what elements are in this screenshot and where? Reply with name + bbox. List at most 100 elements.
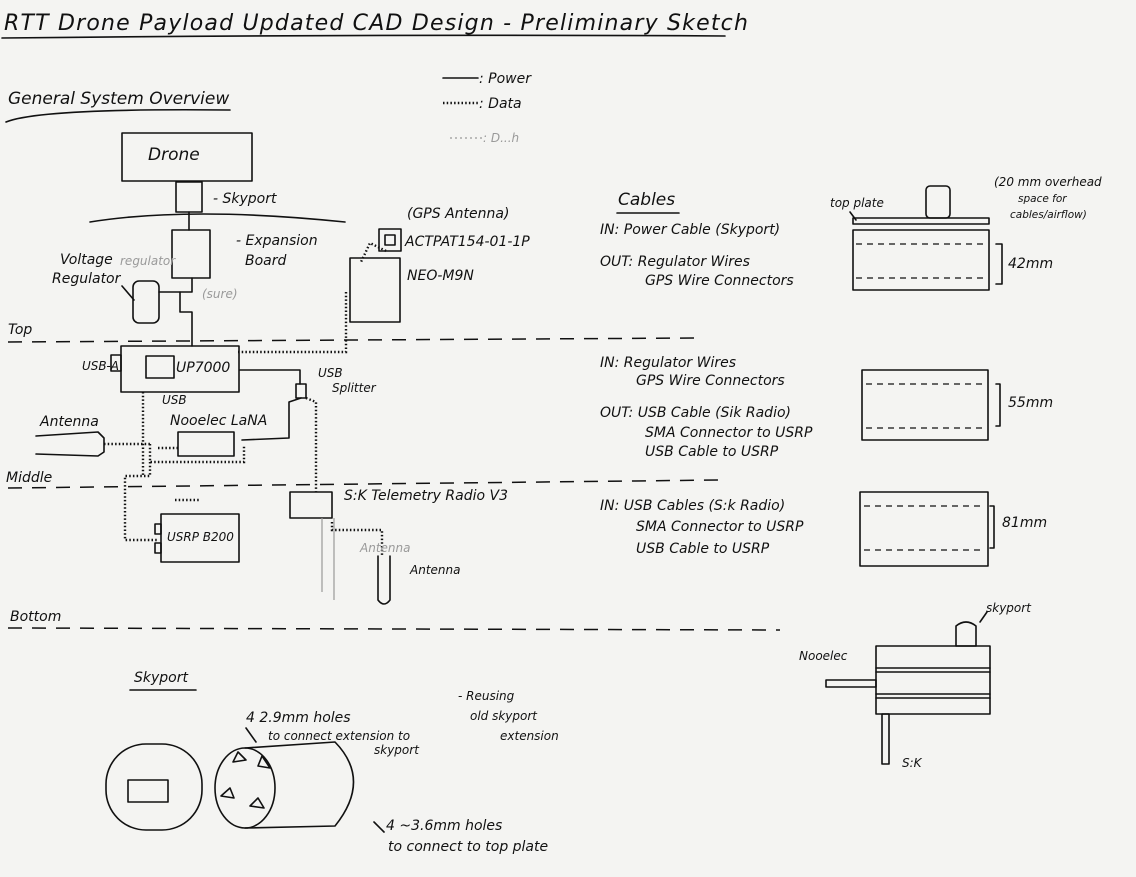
cables-bot-in-3: USB Cable to USRP bbox=[636, 541, 770, 557]
gps-antenna-data-link bbox=[359, 241, 387, 263]
cables-heading: Cables bbox=[618, 190, 675, 210]
assembly-skyport-pointer bbox=[979, 611, 988, 623]
cables-top-out-2: GPS Wire Connectors bbox=[645, 273, 794, 289]
cables-top-in: IN: Power Cable (Skyport) bbox=[600, 222, 780, 238]
legend-data-label: : Data bbox=[479, 96, 522, 112]
layer-bottom-divider bbox=[7, 627, 781, 631]
usb-splitter-label-1: USB bbox=[318, 366, 343, 380]
overhead-note-1: (20 mm overhead bbox=[994, 175, 1102, 189]
skyport-extension-face bbox=[214, 747, 276, 829]
voltage-regulator-pointer bbox=[121, 285, 135, 301]
top-layer-side-view bbox=[852, 229, 990, 291]
middle-layer-dimension-bracket bbox=[995, 383, 1001, 427]
voltage-regulator bbox=[132, 280, 160, 324]
top-plate-label: top plate bbox=[830, 196, 884, 210]
layer-top-label: Top bbox=[8, 322, 32, 338]
holes-29-pointer bbox=[245, 727, 257, 743]
cables-mid-out-2: SMA Connector to USRP bbox=[645, 425, 813, 441]
sik-faint-lines bbox=[321, 518, 335, 600]
sik-antenna-label: Antenna bbox=[409, 563, 460, 577]
skyport-detail-heading: Skyport bbox=[134, 670, 188, 686]
reusing-note-2: old skyport bbox=[470, 709, 538, 723]
neo-m9n-label: NEO-M9N bbox=[407, 268, 474, 284]
cables-top-out-1: OUT: Regulator Wires bbox=[600, 254, 750, 270]
drone-label: Drone bbox=[148, 145, 200, 165]
sik-radio-label: S:K Telemetry Radio V3 bbox=[344, 488, 508, 504]
assembly-sik-antenna bbox=[881, 713, 890, 765]
overhead-note-2: space for bbox=[1018, 193, 1067, 205]
top-plate-skyport bbox=[925, 185, 951, 219]
gps-antenna-patch bbox=[384, 234, 396, 246]
holes-29-note-1: 4 2.9mm holes bbox=[246, 710, 351, 726]
skyport-label: - Skyport bbox=[213, 191, 277, 207]
overhead-note-3: cables/airflow) bbox=[1010, 209, 1087, 221]
sik-antenna bbox=[377, 555, 391, 605]
page-title: RTT Drone Payload Updated CAD Design - P… bbox=[4, 11, 749, 36]
bottom-layer-dimension-bracket bbox=[989, 505, 995, 549]
skyport-hole-4 bbox=[249, 797, 265, 809]
skyport-extension-body bbox=[244, 741, 355, 829]
assembly-stack bbox=[875, 645, 991, 715]
sik-telemetry-radio bbox=[289, 491, 333, 519]
bottom-layer-side-view bbox=[859, 491, 989, 567]
cables-mid-in-1: IN: Regulator Wires bbox=[600, 355, 736, 371]
cables-mid-out-3: USB Cable to USRP bbox=[645, 444, 779, 460]
skyport-face-view bbox=[105, 743, 203, 831]
bottom-layer-dimension: 81mm bbox=[1002, 515, 1047, 531]
skyport-hole-3 bbox=[220, 787, 235, 799]
middle-layer-dimension: 55mm bbox=[1008, 395, 1053, 411]
cables-mid-in-2: GPS Wire Connectors bbox=[636, 373, 785, 389]
usrp-b200 bbox=[160, 513, 240, 563]
lna-to-usrp-data bbox=[123, 462, 158, 542]
drone-arc bbox=[89, 213, 346, 223]
assembly-sik-label: S:K bbox=[902, 756, 923, 770]
holes-29-note-3: skyport bbox=[374, 743, 420, 757]
holes-29-note-2: to connect extension to bbox=[268, 729, 410, 743]
gps-to-up7000-data bbox=[238, 292, 348, 354]
skyport-face-slot bbox=[127, 779, 169, 803]
splitter-to-sik-data bbox=[305, 396, 318, 492]
skyport-hole-2 bbox=[257, 755, 271, 769]
splitter-to-lna-power bbox=[241, 397, 302, 441]
top-plate bbox=[852, 217, 990, 225]
usrp-label: USRP B200 bbox=[167, 530, 234, 544]
usb-splitter bbox=[295, 383, 307, 399]
faint-note-sure: (sure) bbox=[202, 287, 238, 301]
expansion-board-label-1: - Expansion bbox=[236, 233, 318, 249]
sik-antenna-faint-label: Antenna bbox=[359, 541, 410, 555]
lna-data-loop bbox=[148, 444, 246, 464]
reusing-note-3: extension bbox=[500, 729, 559, 743]
faint-note-regulator: regulator bbox=[120, 254, 176, 268]
up7000-chip-icon bbox=[145, 355, 175, 379]
holes-36-pointer bbox=[373, 821, 385, 833]
cables-bot-in-2: SMA Connector to USRP bbox=[636, 519, 804, 535]
regulator-to-board-power bbox=[158, 277, 193, 293]
top-layer-dimension: 42mm bbox=[1008, 256, 1053, 272]
overview-heading-underline bbox=[5, 108, 231, 123]
drone-box bbox=[121, 132, 253, 182]
up7000-label: UP7000 bbox=[176, 360, 230, 376]
middle-layer-side-view bbox=[861, 369, 989, 441]
skyport-hole-1 bbox=[232, 751, 247, 763]
usb-a-label: USB-A bbox=[82, 359, 119, 373]
usrp-port-1 bbox=[154, 523, 162, 535]
up7000-board bbox=[120, 345, 240, 393]
gps-antenna bbox=[378, 228, 402, 252]
expansion-board bbox=[171, 229, 211, 279]
layer-middle-label: Middle bbox=[6, 470, 52, 486]
skyport-connector bbox=[175, 181, 203, 213]
neo-m9n-module bbox=[349, 257, 401, 323]
nooelec-lna bbox=[177, 431, 235, 457]
usb-splitter-label-2: Splitter bbox=[332, 381, 377, 395]
legend-faint-label: : D...h bbox=[483, 131, 519, 145]
gps-antenna-label: (GPS Antenna) bbox=[407, 206, 509, 222]
assembly-nooelec-antenna bbox=[825, 679, 877, 688]
layer-middle-divider bbox=[7, 479, 721, 489]
gps-antenna-part-label: ACTPAT154-01-1P bbox=[404, 234, 530, 250]
antenna-left-label: Antenna bbox=[39, 414, 99, 430]
expansion-board-label-2: Board bbox=[245, 253, 287, 269]
reusing-note-1: - Reusing bbox=[458, 689, 515, 703]
top-layer-dimension-bracket bbox=[995, 243, 1003, 285]
